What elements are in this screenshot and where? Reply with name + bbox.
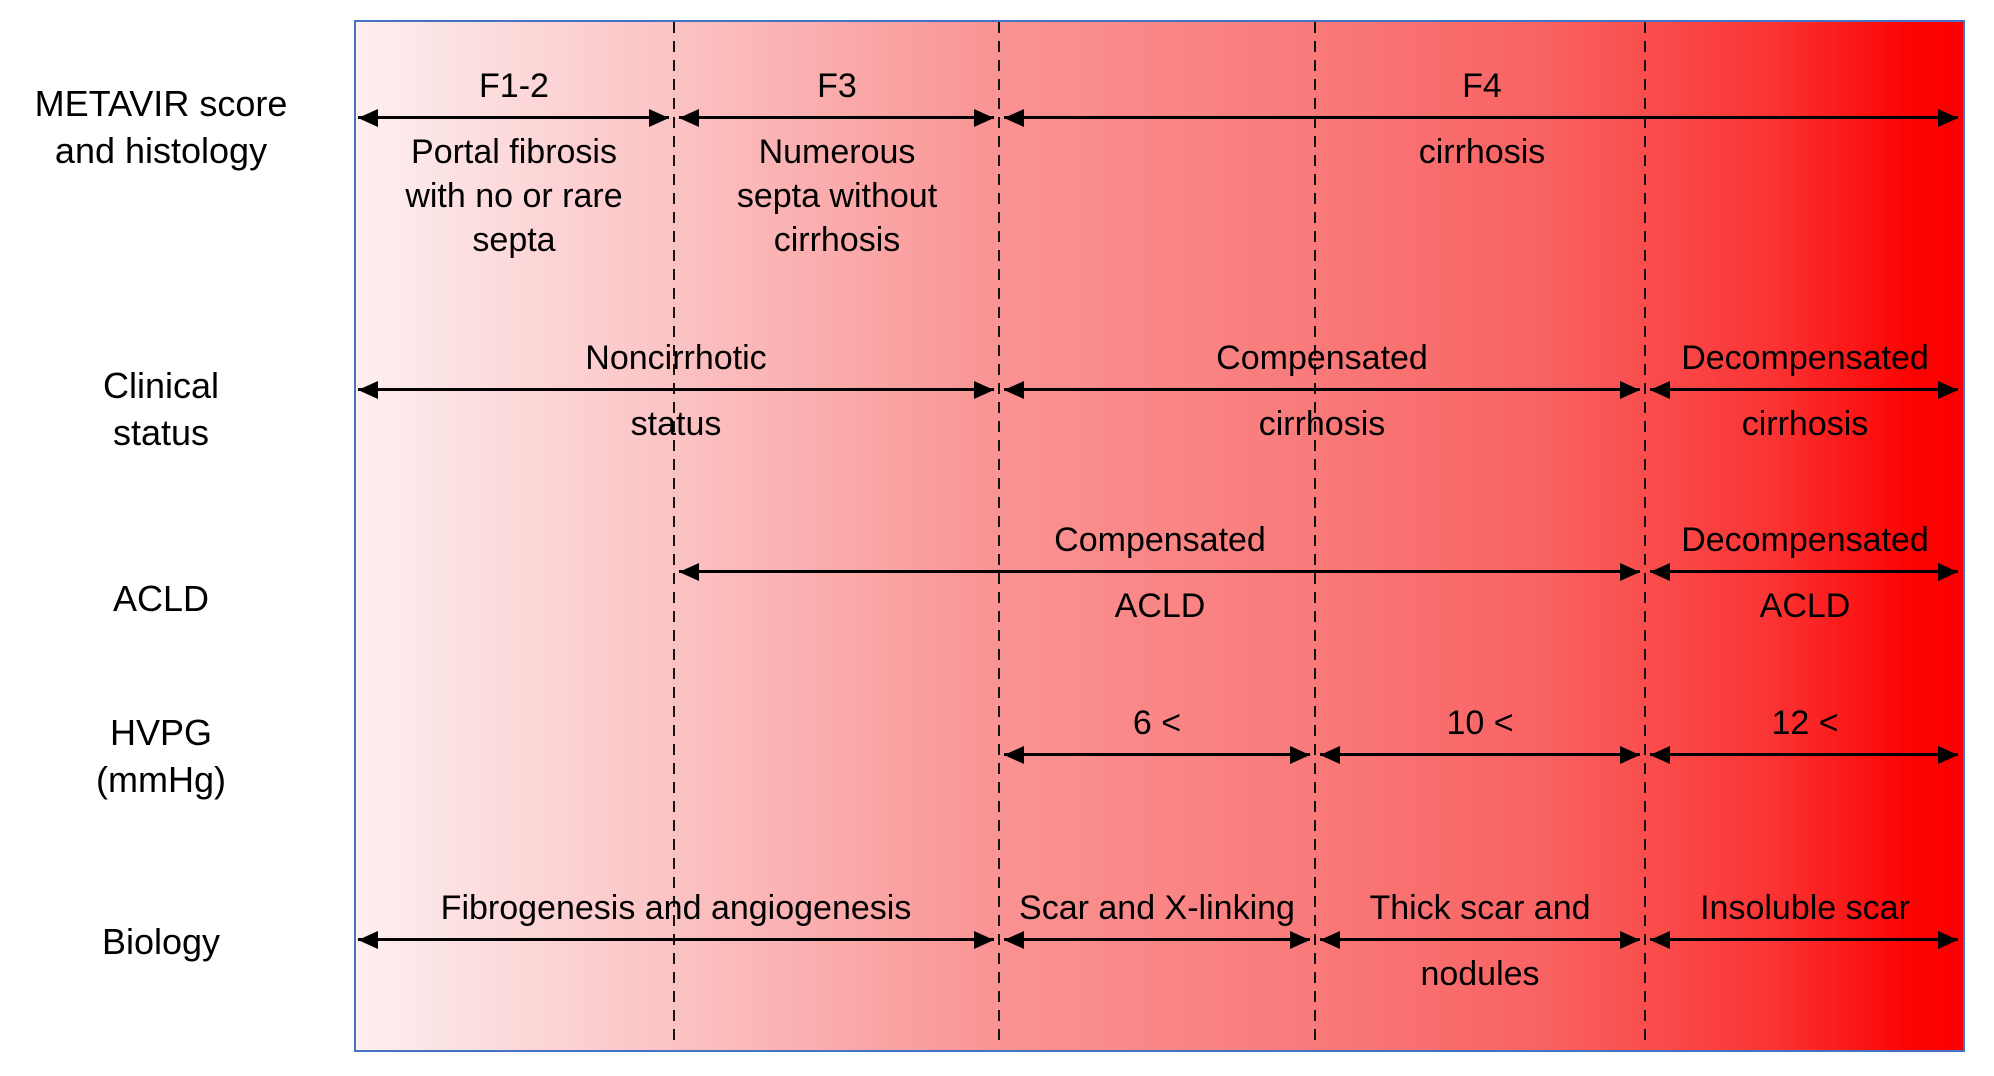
dashed-divider-4 <box>1644 22 1646 1048</box>
row-label-line: METAVIR score <box>34 83 288 124</box>
row-label-clinical-status: Clinical status <box>0 362 322 456</box>
severity-gradient-panel <box>354 20 1965 1052</box>
sublabel-line: Numerous <box>758 133 916 171</box>
row-label-acld: ACLD <box>0 575 322 622</box>
arrow-scar-xlinking <box>1004 930 1310 949</box>
segment-sublabel: Portal fibrosis with no or rare septa <box>274 130 754 262</box>
segment-sublabel: cirrhosis <box>1565 402 1994 446</box>
segment-label: Compensated <box>1216 339 1428 377</box>
row-label-line: (mmHg) <box>96 759 226 800</box>
segment-sublabel: ACLD <box>920 584 1400 628</box>
arrow-decompensated-cirrhosis <box>1650 380 1958 399</box>
segment-label: Noncirrhotic <box>585 339 767 377</box>
segment-sublabel: status <box>436 402 916 446</box>
arrow-hvpg-12 <box>1650 745 1958 764</box>
arrow-fibrogenesis <box>358 930 994 949</box>
sublabel-line: nodules <box>1420 955 1540 993</box>
segment-sublabel: nodules <box>1240 952 1720 996</box>
arrow-insoluble-scar <box>1650 930 1958 949</box>
segment-label: Scar and X-linking <box>1019 889 1295 927</box>
segment-label: Insoluble scar <box>1700 889 1910 927</box>
row-label-biology: Biology <box>0 918 322 965</box>
arrow-compensated-acld <box>679 562 1640 581</box>
row-label-line: Biology <box>101 921 221 962</box>
sublabel-line: ACLD <box>1759 587 1851 625</box>
segment-label: 10 < <box>1446 704 1514 742</box>
arrow-f3 <box>679 108 994 127</box>
sublabel-line: septa without <box>736 177 938 215</box>
arrow-thick-scar <box>1320 930 1640 949</box>
arrow-f4 <box>1004 108 1958 127</box>
sublabel-line: with no or rare <box>405 177 623 215</box>
segment-sublabel: ACLD <box>1565 584 1994 628</box>
row-label-line: Clinical <box>102 365 220 406</box>
dashed-divider-3 <box>1314 22 1316 1048</box>
segment-label: F1-2 <box>479 67 549 105</box>
row-label-line: and histology <box>54 130 268 171</box>
row-label-metavir: METAVIR score and histology <box>0 80 322 174</box>
segment-label: Thick scar and <box>1369 889 1591 927</box>
segment-label: F3 <box>817 67 857 105</box>
arrow-hvpg-10 <box>1320 745 1640 764</box>
dashed-divider-1 <box>673 22 675 1048</box>
segment-sublabel: Numerous septa without cirrhosis <box>597 130 1077 262</box>
segment-label: 12 < <box>1771 704 1839 742</box>
sublabel-line: cirrhosis <box>773 221 901 259</box>
segment-label: Fibrogenesis and angiogenesis <box>440 889 912 927</box>
segment-label: Decompensated <box>1681 339 1929 377</box>
arrow-noncirrhotic-status <box>358 380 994 399</box>
segment-label: F4 <box>1462 67 1502 105</box>
sublabel-line: ACLD <box>1114 587 1206 625</box>
segment-label: Compensated <box>1054 521 1266 559</box>
sublabel-line: Portal fibrosis <box>411 133 617 171</box>
sublabel-line: status <box>630 405 722 443</box>
sublabel-line: cirrhosis <box>1741 405 1869 443</box>
arrow-compensated-cirrhosis <box>1004 380 1640 399</box>
arrow-f1-2 <box>358 108 669 127</box>
sublabel-line: cirrhosis <box>1418 133 1546 171</box>
segment-label: Decompensated <box>1681 521 1929 559</box>
sublabel-line: septa <box>472 221 556 259</box>
row-label-hvpg: HVPG (mmHg) <box>0 709 322 803</box>
sublabel-line: cirrhosis <box>1258 405 1386 443</box>
segment-sublabel: cirrhosis <box>1242 130 1722 174</box>
arrow-decompensated-acld <box>1650 562 1958 581</box>
row-label-line: HVPG <box>109 712 213 753</box>
dashed-divider-2 <box>998 22 1000 1048</box>
row-label-line: status <box>112 412 210 453</box>
row-label-line: ACLD <box>112 578 210 619</box>
arrow-hvpg-6 <box>1004 745 1310 764</box>
segment-label: 6 < <box>1132 704 1182 742</box>
segment-sublabel: cirrhosis <box>1082 402 1562 446</box>
